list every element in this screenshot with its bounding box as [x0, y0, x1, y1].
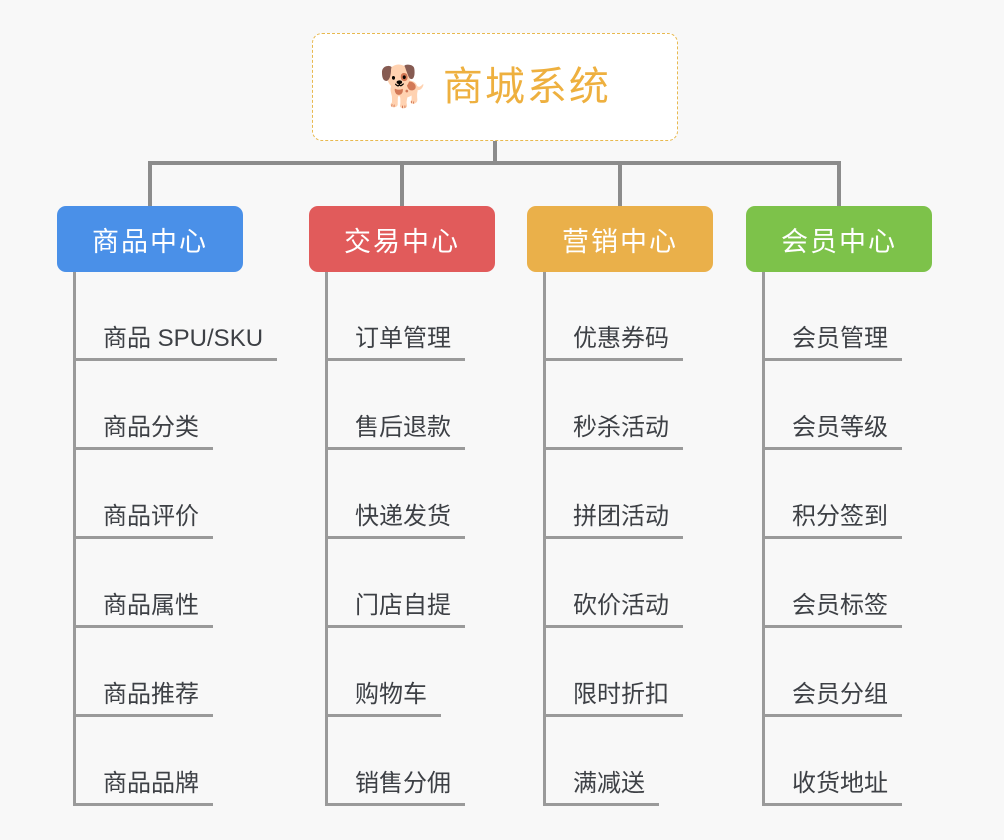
connector-branch-spine — [762, 272, 765, 806]
connector-root-stem — [493, 141, 497, 165]
leaf-item[interactable]: 会员等级 — [762, 361, 902, 450]
branch-header-product-center[interactable]: 商品中心 — [57, 206, 243, 272]
connector-branch-spine — [325, 272, 328, 806]
leaf-item-label: 快递发货 — [325, 503, 465, 539]
leaf-item[interactable]: 会员分组 — [762, 628, 902, 717]
leaf-item-label: 积分签到 — [762, 503, 902, 539]
branch-header-member-center[interactable]: 会员中心 — [746, 206, 932, 272]
connector-branch-drop — [400, 161, 404, 206]
connector-horizontal-bus — [148, 161, 841, 165]
leaf-item[interactable]: 商品 SPU/SKU — [73, 272, 278, 361]
leaf-item-label: 商品推荐 — [73, 681, 213, 717]
leaf-item-label: 会员等级 — [762, 414, 902, 450]
leaf-item[interactable]: 秒杀活动 — [543, 361, 683, 450]
leaf-item[interactable]: 商品分类 — [73, 361, 213, 450]
leaf-item[interactable]: 满减送 — [543, 717, 659, 806]
leaf-item-label: 会员管理 — [762, 325, 902, 361]
leaf-item[interactable]: 快递发货 — [325, 450, 465, 539]
leaf-item[interactable]: 商品推荐 — [73, 628, 213, 717]
leaf-item[interactable]: 订单管理 — [325, 272, 465, 361]
leaf-item[interactable]: 门店自提 — [325, 539, 465, 628]
leaf-item[interactable]: 销售分佣 — [325, 717, 465, 806]
connector-branch-drop — [837, 161, 841, 206]
leaf-item-label: 商品评价 — [73, 503, 213, 539]
leaf-item[interactable]: 商品评价 — [73, 450, 213, 539]
leaf-item[interactable]: 购物车 — [325, 628, 441, 717]
branch-header-trade-center[interactable]: 交易中心 — [309, 206, 495, 272]
leaf-item[interactable]: 拼团活动 — [543, 450, 683, 539]
leaf-item-label: 收货地址 — [762, 770, 902, 806]
connector-branch-spine — [73, 272, 76, 806]
leaf-item-label: 限时折扣 — [543, 681, 683, 717]
root-title: 商城系统 — [442, 65, 611, 109]
leaf-item-label: 订单管理 — [325, 325, 465, 361]
leaf-item-label: 商品分类 — [73, 414, 213, 450]
connector-branch-spine — [543, 272, 546, 806]
leaf-item-label: 会员标签 — [762, 592, 902, 628]
leaf-item-label: 商品 SPU/SKU — [73, 325, 278, 361]
leaf-item-label: 拼团活动 — [543, 503, 683, 539]
leaf-item-label: 满减送 — [543, 770, 659, 806]
leaf-item[interactable]: 收货地址 — [762, 717, 902, 806]
leaf-item-label: 购物车 — [325, 681, 441, 717]
leaf-item-label: 砍价活动 — [543, 592, 683, 628]
leaf-item-label: 售后退款 — [325, 414, 465, 450]
branch-header-label: 营销中心 — [562, 226, 678, 257]
branch-header-label: 会员中心 — [781, 226, 897, 257]
leaf-item[interactable]: 限时折扣 — [543, 628, 683, 717]
leaf-item[interactable]: 砍价活动 — [543, 539, 683, 628]
leaf-item-label: 商品品牌 — [73, 770, 213, 806]
leaf-item-label: 商品属性 — [73, 592, 213, 628]
leaf-item[interactable]: 售后退款 — [325, 361, 465, 450]
leaf-item-label: 销售分佣 — [325, 770, 465, 806]
root-node[interactable]: 🐕 商城系统 — [312, 33, 678, 141]
leaf-item[interactable]: 商品品牌 — [73, 717, 213, 806]
leaf-item[interactable]: 会员标签 — [762, 539, 902, 628]
connector-branch-drop — [148, 161, 152, 206]
branch-header-marketing-center[interactable]: 营销中心 — [527, 206, 713, 272]
leaf-item[interactable]: 积分签到 — [762, 450, 902, 539]
leaf-item[interactable]: 会员管理 — [762, 272, 902, 361]
branch-header-label: 商品中心 — [92, 226, 208, 257]
branch-header-label: 交易中心 — [344, 226, 460, 257]
leaf-item-label: 门店自提 — [325, 592, 465, 628]
connector-branch-drop — [618, 161, 622, 206]
leaf-item-label: 优惠券码 — [543, 325, 683, 361]
leaf-item-label: 会员分组 — [762, 681, 902, 717]
leaf-item-label: 秒杀活动 — [543, 414, 683, 450]
shiba-dog-icon: 🐕 — [379, 65, 429, 109]
leaf-item[interactable]: 优惠券码 — [543, 272, 683, 361]
leaf-item[interactable]: 商品属性 — [73, 539, 213, 628]
